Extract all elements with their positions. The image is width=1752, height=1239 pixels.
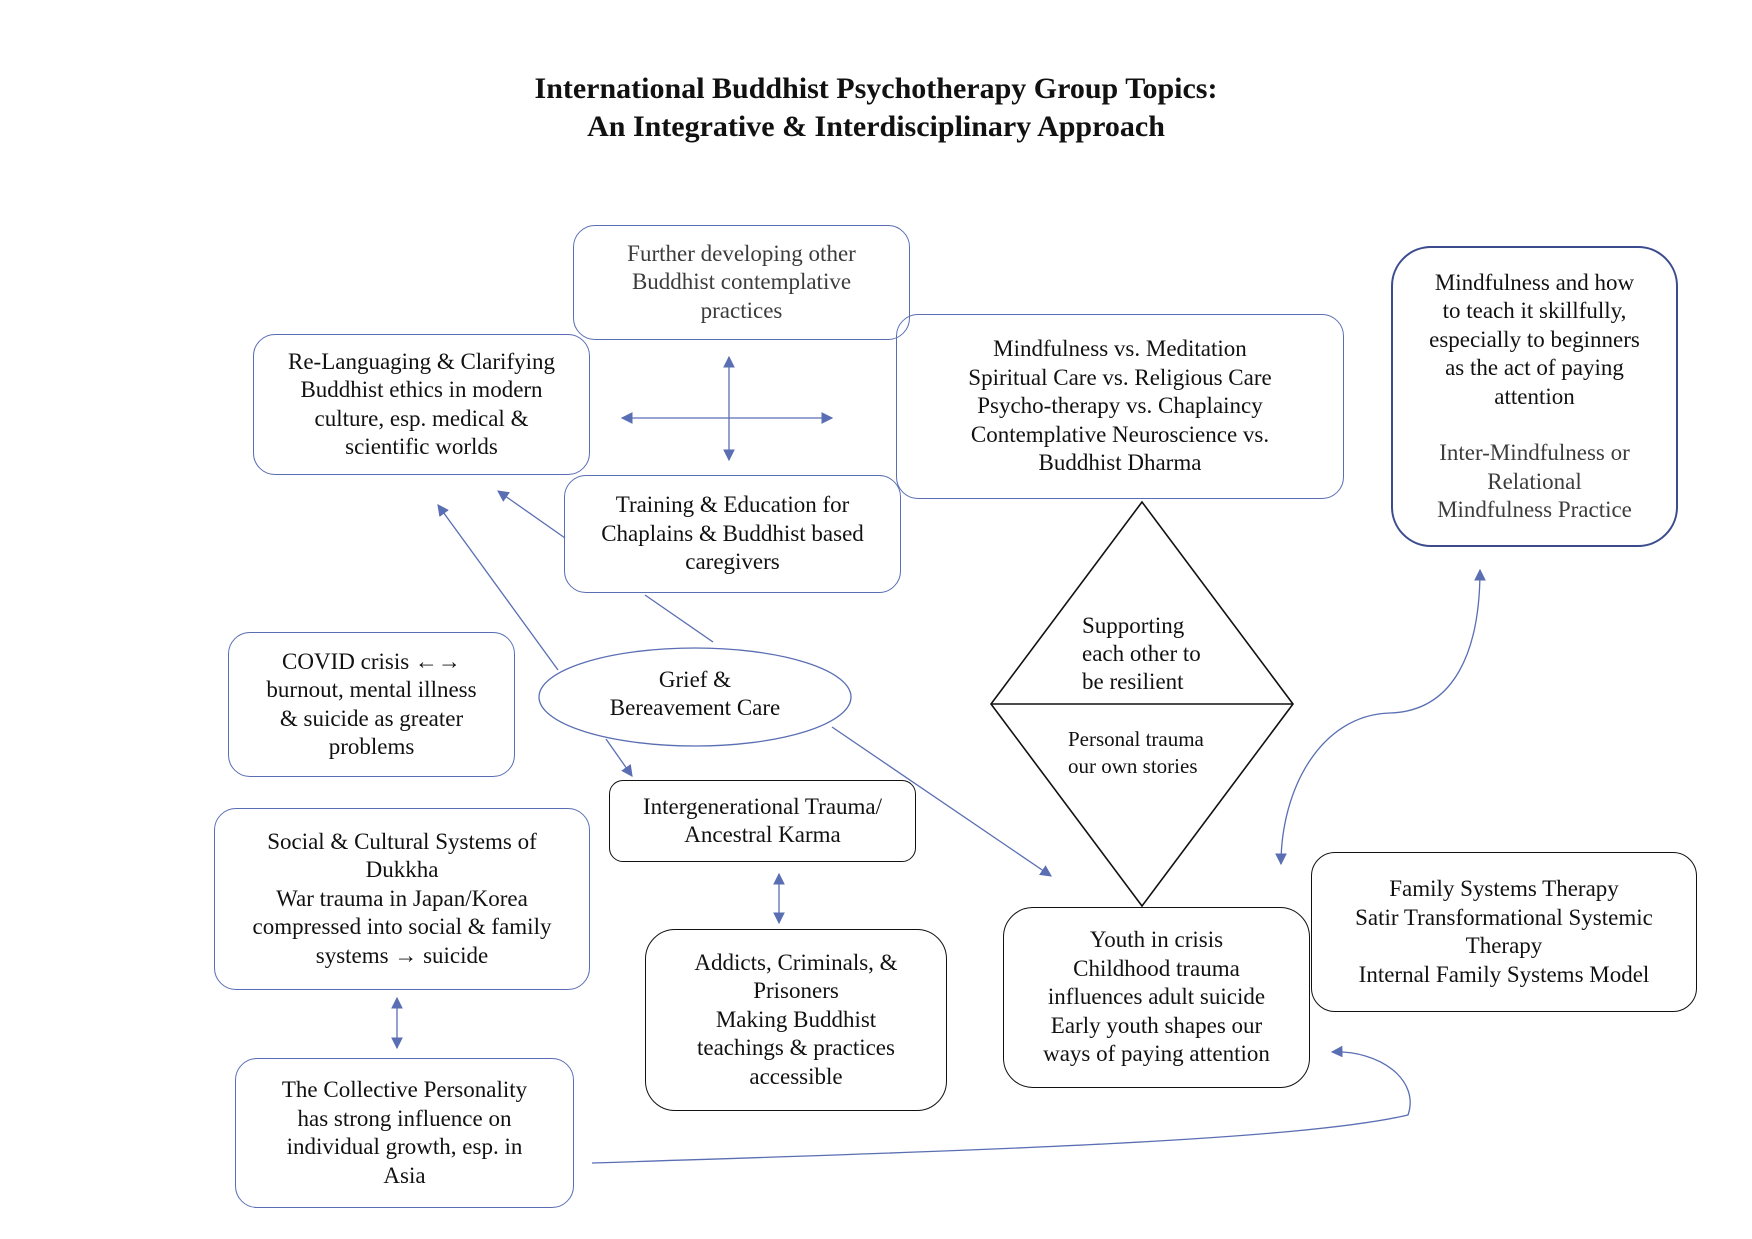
text-line: compressed into social & family [252, 914, 552, 940]
text-line: Social & Cultural Systems of [267, 828, 537, 854]
text-line: Further developing other [627, 240, 856, 266]
text-line: Contemplative Neuroscience vs. [970, 421, 1270, 447]
text-line: War trauma in Japan/Korea [276, 885, 528, 911]
resilience-diamond [990, 500, 1294, 908]
arrow-grief-to-youth [831, 726, 1052, 877]
diagram-title: International Buddhist Psychotherapy Gro… [0, 70, 1752, 146]
text-line: Intergenerational Trauma/ [642, 793, 883, 819]
node-collective-personality: The Collective Personality has strong in… [235, 1058, 574, 1208]
text-line: ways of paying attention [1043, 1041, 1270, 1067]
text-line: Spiritual Care vs. Religious Care [968, 364, 1272, 390]
text-line: caregivers [685, 549, 780, 575]
node-versus-distinctions: Mindfulness vs. Meditation Spiritual Car… [896, 314, 1344, 499]
text-line: Re-Languaging & Clarifying [288, 348, 555, 374]
text-line: Prisoners [753, 978, 839, 1004]
text-line: Mindfulness and how [1434, 269, 1635, 295]
node-mindfulness-teaching: Mindfulness and how to teach it skillful… [1391, 246, 1678, 547]
text-line: Early youth shapes our [1050, 1012, 1263, 1038]
text-line: Therapy [1465, 933, 1543, 958]
node-youth-in-crisis: Youth in crisis Childhood trauma influen… [1003, 907, 1310, 1088]
text-line: scientific worlds [345, 434, 498, 459]
node-social-cultural-dukkha: Social & Cultural Systems of Dukkha War … [214, 808, 590, 990]
text-line: Buddhist Dharma [1038, 450, 1202, 476]
title-line-2: An Integrative & Interdisciplinary Appro… [587, 110, 1165, 143]
text-line: culture, esp. medical & [314, 405, 529, 431]
node-covid-crisis: COVID crisis ←→ burnout, mental illness … [228, 632, 515, 777]
text-line: influences adult suicide [1047, 984, 1266, 1010]
grief-ellipse [538, 647, 852, 747]
text-line: accessible [749, 1063, 843, 1089]
text-line: attention [1494, 383, 1575, 409]
text-line: Dukkha [365, 857, 439, 883]
text-line: Ancestral Karma [684, 822, 841, 847]
text-line: systems → suicide [315, 942, 489, 968]
text-line: Training & Education for [615, 492, 850, 518]
node-personal-trauma: Personal trauma our own stories [1068, 726, 1204, 780]
line-grief-to-training [644, 594, 714, 643]
text-line: Childhood trauma [1073, 955, 1240, 981]
text-line: especially to beginners [1429, 326, 1640, 352]
text-line: burnout, mental illness [266, 677, 477, 702]
text-line: Mindfulness vs. Meditation [993, 336, 1247, 362]
text-line: Internal Family Systems Model [1358, 961, 1650, 987]
text-line: Making Buddhist [715, 1006, 877, 1032]
arrow-collective-to-youth [591, 1045, 1411, 1164]
text-line: Buddhist ethics in modern [300, 377, 543, 402]
text-line: Family Systems Therapy [1389, 876, 1619, 901]
text-line: as the act of paying [1445, 355, 1624, 380]
node-addicts-criminals: Addicts, Criminals, & Prisoners Making B… [645, 929, 947, 1111]
text-line: Relational [1487, 468, 1582, 494]
text-line: Psycho-therapy vs. Chaplaincy [977, 393, 1263, 419]
title-line-1: International Buddhist Psychotherapy Gro… [534, 72, 1218, 105]
text-line: Addicts, Criminals, & [694, 949, 898, 975]
node-intergenerational-trauma: Intergenerational Trauma/ Ancestral Karm… [609, 780, 916, 862]
text-line: problems [328, 734, 415, 759]
text-line: our own stories [1068, 754, 1198, 778]
text-line: COVID crisis ←→ [282, 648, 461, 674]
arrow-training-to-relanguaging [497, 490, 566, 539]
text-line: The Collective Personality [281, 1077, 528, 1102]
text-line: to teach it skillfully, [1442, 298, 1627, 323]
text-line: Supporting [1082, 613, 1185, 638]
text-line: Personal trauma [1068, 727, 1204, 751]
text-line: Grief & [658, 667, 732, 692]
text-line: Asia [383, 1162, 426, 1188]
text-line: Inter-Mindfulness or [1439, 440, 1630, 465]
arrow-grief-to-relanguaging [437, 504, 559, 671]
node-relanguaging: Re-Languaging & Clarifying Buddhist ethi… [253, 334, 590, 475]
text-line: teachings & practices [697, 1035, 895, 1061]
text-line: Chaplains & Buddhist based [601, 520, 864, 546]
node-family-systems: Family Systems Therapy Satir Transformat… [1311, 852, 1697, 1012]
text-line: be resilient [1082, 669, 1184, 694]
text-line: has strong influence on [297, 1105, 512, 1131]
node-grief-care: Grief & Bereavement Care [560, 666, 830, 722]
node-training: Training & Education for Chaplains & Bud… [564, 475, 901, 593]
arrow-youth-mindfulness [1275, 568, 1486, 866]
arrow-grief-to-intergenerational [605, 738, 633, 777]
text-line: Bereavement Care [609, 695, 781, 720]
text-line: Youth in crisis [1089, 927, 1224, 953]
node-supporting-resilience: Supporting each other to be resilient [1082, 612, 1201, 696]
text-line: individual growth, esp. in [286, 1134, 523, 1159]
text-line: each other to [1082, 641, 1201, 666]
text-line: & suicide as greater [279, 705, 464, 731]
text-line: Mindfulness Practice [1437, 497, 1632, 522]
text-line: Buddhist contemplative [631, 269, 852, 295]
text-line: practices [700, 297, 783, 323]
node-contemplative-practices: Further developing other Buddhist contem… [573, 225, 910, 340]
text-line: Satir Transformational Systemic [1355, 904, 1653, 930]
